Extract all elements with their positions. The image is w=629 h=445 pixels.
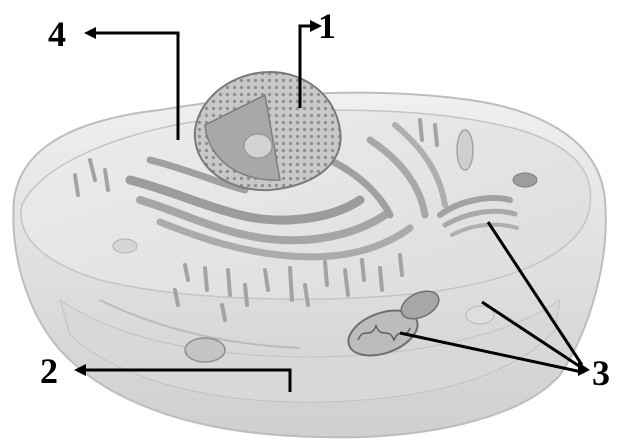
nucleolus <box>244 134 272 158</box>
label-2: 2 <box>40 351 58 391</box>
label-1: 1 <box>318 6 336 46</box>
label-4: 4 <box>48 14 66 54</box>
nucleus <box>195 72 341 190</box>
label-3: 3 <box>592 353 610 393</box>
